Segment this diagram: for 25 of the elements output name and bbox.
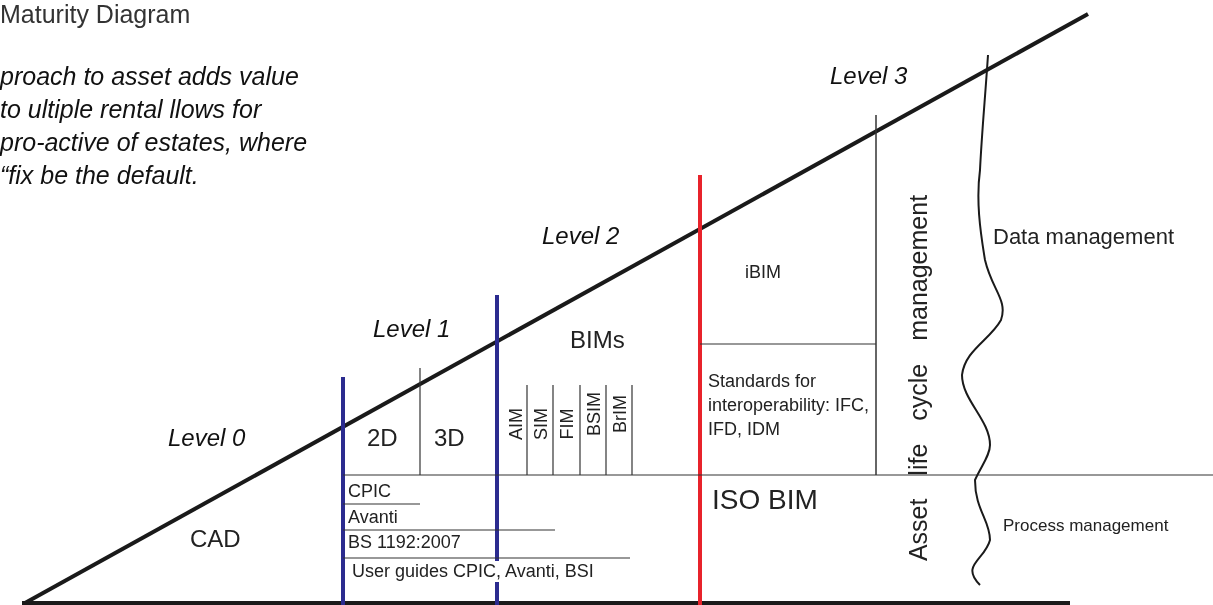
section-label: Asset life cycle management	[903, 194, 933, 562]
standard-label: User guides CPIC, Avanti, BSI	[350, 561, 596, 582]
level-label: Level 3	[830, 62, 908, 90]
diagram-title: Maturity Diagram	[0, 0, 191, 29]
level-label: Level 0	[168, 424, 246, 452]
level-label: Level 1	[373, 315, 451, 343]
section-label: Process management	[1003, 516, 1169, 536]
model-label: BSIM	[583, 392, 605, 436]
section-label: ISO BIM	[712, 484, 818, 517]
section-label: Data management	[993, 224, 1174, 250]
model-label: BrIM	[609, 395, 631, 433]
standard-label: BS 1192:2007	[348, 532, 461, 553]
section-label: BIMs	[570, 326, 625, 354]
section-label: Standards for interoperability: IFC, IFD, IDM	[708, 370, 871, 441]
standard-label: CPIC	[348, 481, 391, 502]
section-label: 3D	[434, 424, 465, 452]
section-label: iBIM	[745, 262, 781, 283]
model-label: FIM	[556, 408, 578, 440]
model-label: SIM	[530, 408, 552, 440]
model-label: AIM	[505, 408, 527, 440]
standard-label: Avanti	[348, 507, 398, 528]
section-label: 2D	[367, 424, 398, 452]
section-label: CAD	[190, 525, 241, 553]
description-text: proach to asset adds value to ultiple rental llows for pro-active of estates, where “fix be the default.	[0, 61, 309, 191]
level-label: Level 2	[542, 222, 620, 250]
